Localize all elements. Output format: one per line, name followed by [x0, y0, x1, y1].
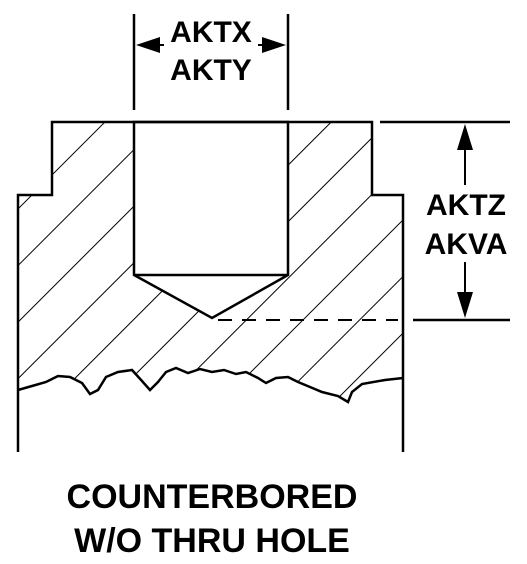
width-arrow-right-icon [262, 37, 286, 53]
width-label-akty: AKTY [170, 54, 252, 87]
depth-label-akva: AKVA [425, 228, 508, 261]
width-arrow-left-icon [136, 37, 160, 53]
part-outline [16, 120, 405, 390]
caption-line-2: W/O THRU HOLE [74, 522, 350, 560]
width-label-aktx: AKTX [170, 16, 252, 49]
break-line [17, 366, 404, 404]
caption-line-1: COUNTERBORED [67, 478, 358, 516]
depth-arrow-up-icon [457, 124, 473, 150]
depth-arrow-down-icon [457, 292, 473, 318]
depth-label-aktz: AKTZ [426, 189, 506, 222]
counterbore-cavity [132, 120, 290, 320]
